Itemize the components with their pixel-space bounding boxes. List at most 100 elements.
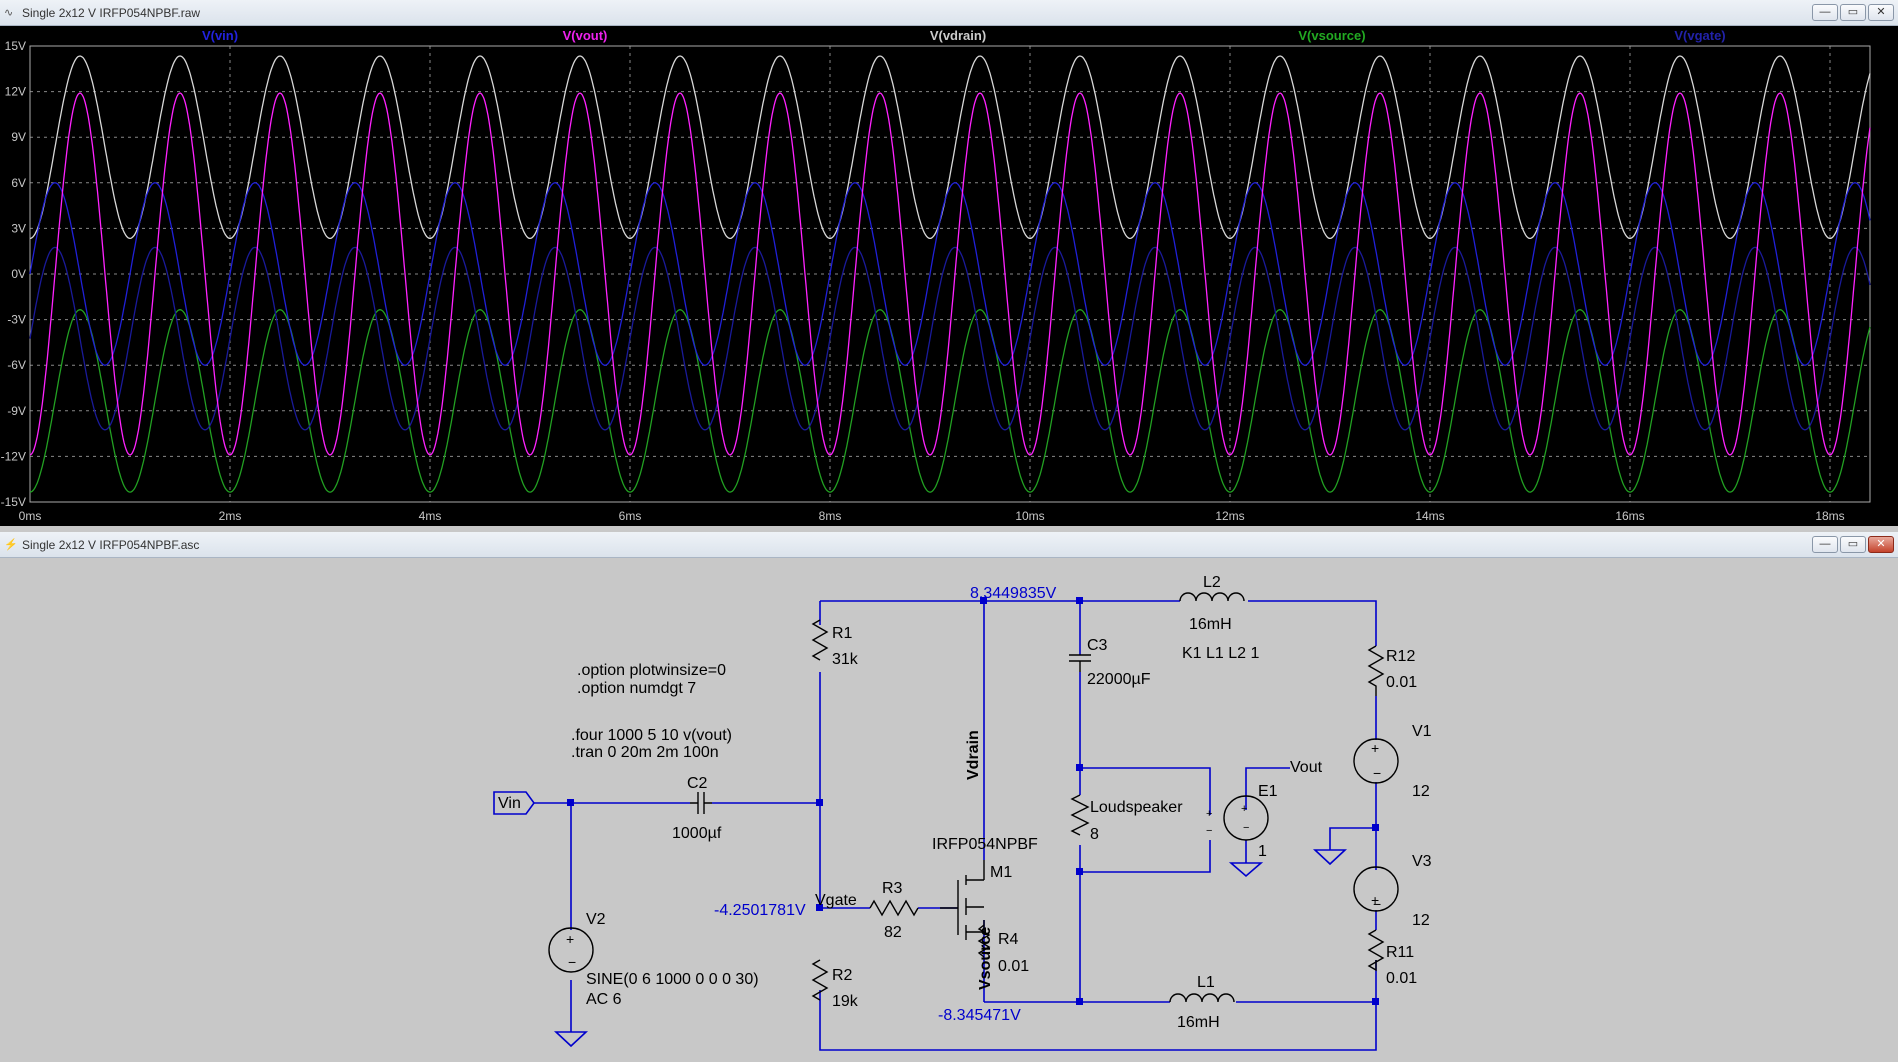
y-tick-label: 6V [11,176,26,190]
node-voltage-gate: -4.2501781V [714,902,806,919]
x-tick-label: 10ms [1015,509,1044,523]
y-tick-label: -3V [7,313,26,327]
schematic-icon: ⚡ [4,539,18,551]
legend-vvgate[interactable]: V(vgate) [1674,28,1725,43]
trace-vvgate [29,246,1871,431]
x-tick-label: 12ms [1215,509,1244,523]
vgate-net-label: Vgate [815,892,857,909]
svg-text:V1: V1 [1412,723,1432,740]
close-button[interactable]: ✕ [1868,4,1894,21]
waveform-icon: ∿ [4,7,14,19]
r2-symbol [811,959,829,1001]
vin-label: Vin [498,795,521,812]
svg-text:−: − [1373,765,1381,781]
x-tick-label: 14ms [1415,509,1444,523]
svg-text:R4: R4 [998,931,1019,948]
y-tick-label: 3V [11,221,26,235]
x-tick-label: 18ms [1815,509,1844,523]
x-tick-label: 4ms [419,509,442,523]
v3-symbol [1353,866,1399,912]
svg-text:C3: C3 [1087,637,1108,654]
schematic-window: ⚡ Single 2x12 V IRFP054NPBF.asc — ▭ ✕ [0,532,1898,1062]
svg-text:12: 12 [1412,912,1430,929]
directive: .option plotwinsize=0 [577,662,726,679]
svg-text:R11: R11 [1386,944,1414,961]
component-symbols [548,592,1399,1003]
r1-symbol [811,619,829,661]
svg-text:R1: R1 [832,625,853,642]
close-button[interactable]: ✕ [1868,536,1894,553]
schematic-titlebar[interactable]: ⚡ Single 2x12 V IRFP054NPBF.asc — ▭ ✕ [0,532,1898,558]
y-tick-label: -12V [1,449,26,463]
legend-vvout[interactable]: V(vout) [563,28,608,43]
svg-text:SINE(0 6 1000 0 0 0 30): SINE(0 6 1000 0 0 0 30) [586,971,759,988]
svg-text:−: − [1243,822,1249,834]
svg-text:+: + [566,931,574,947]
y-tick-label: 12V [5,85,26,99]
node-voltage-top: 8.3449835V [970,585,1057,602]
source-polarity-marks: +++ + −−− − +− [566,740,1381,970]
svg-text:22000µF: 22000µF [1087,671,1151,688]
svg-text:8: 8 [1090,826,1099,843]
restore-button[interactable]: ▭ [1840,536,1866,553]
plot-titlebar[interactable]: ∿ Single 2x12 V IRFP054NPBF.raw — ▭ ✕ [0,0,1898,26]
plot-background [0,26,1898,526]
x-tick-label: 8ms [819,509,842,523]
trace-vvin [29,182,1871,366]
svg-text:AC 6: AC 6 [586,991,622,1008]
svg-text:C2: C2 [687,775,708,792]
node-voltage-labels: 8.3449835V -4.2501781V -8.345471V [714,585,1057,1024]
x-tick-label: 16ms [1615,509,1644,523]
r12-symbol [1367,645,1385,696]
directive: .option numdgt 7 [577,680,696,697]
spice-directives[interactable]: .option plotwinsize=0 .option numdgt 7 .… [571,662,732,761]
svg-text:V3: V3 [1412,853,1432,870]
l2-symbol [1179,592,1245,602]
schematic-window-title: Single 2x12 V IRFP054NPBF.asc [22,538,200,552]
svg-text:L1: L1 [1197,974,1215,991]
directive: .tran 0 20m 2m 100n [571,744,719,761]
svg-text:R3: R3 [882,880,903,897]
vout-net-label: Vout [1290,759,1323,776]
svg-text:V2: V2 [586,911,606,928]
x-tick-label: 2ms [219,509,242,523]
minimize-button[interactable]: — [1812,4,1838,21]
trace-vvout [29,92,1871,456]
y-tick-label: -15V [1,495,26,509]
minimize-button[interactable]: — [1812,536,1838,553]
c3-symbol [1069,654,1091,672]
v1-symbol [1353,738,1399,784]
svg-text:R12: R12 [1386,648,1415,665]
legend-vvdrain[interactable]: V(vdrain) [930,28,986,43]
vsource-net-label: Vsource [977,927,994,990]
r3-symbol [869,899,919,917]
svg-text:L2: L2 [1203,574,1221,591]
y-tick-label: 15V [5,39,26,53]
legend-vvsource[interactable]: V(vsource) [1298,28,1365,43]
svg-text:19k: 19k [832,993,859,1010]
svg-text:+: + [1241,803,1247,815]
svg-text:Loudspeaker: Loudspeaker [1090,799,1183,816]
legend-vvin[interactable]: V(vin) [202,28,238,43]
restore-button[interactable]: ▭ [1840,4,1866,21]
plot-traces [29,55,1871,493]
schematic-canvas[interactable]: +++ + −−− − +− Vin .option plotwinsize=0… [0,558,1898,1062]
svg-text:IRFP054NPBF: IRFP054NPBF [932,836,1038,853]
vdrain-net-label: Vdrain [965,730,982,780]
svg-text:K1 L1 L2 1: K1 L1 L2 1 [1182,645,1260,662]
y-tick-label: -9V [7,404,26,418]
trace-vvdrain [29,55,1871,240]
v2-symbol [548,927,594,973]
svg-text:M1: M1 [990,864,1012,881]
svg-text:1000µf: 1000µf [672,825,722,842]
vin-port[interactable]: Vin [493,791,535,815]
svg-text:−: − [568,954,576,970]
trace-legend[interactable]: V(vin) V(vout) V(vdrain) V(vsource) V(vgate) [202,28,1726,43]
r11-symbol [1367,929,1385,972]
x-tick-label: 0ms [19,509,42,523]
svg-text:0.01: 0.01 [998,958,1029,975]
svg-text:16mH: 16mH [1189,616,1232,633]
svg-text:82: 82 [884,924,902,941]
